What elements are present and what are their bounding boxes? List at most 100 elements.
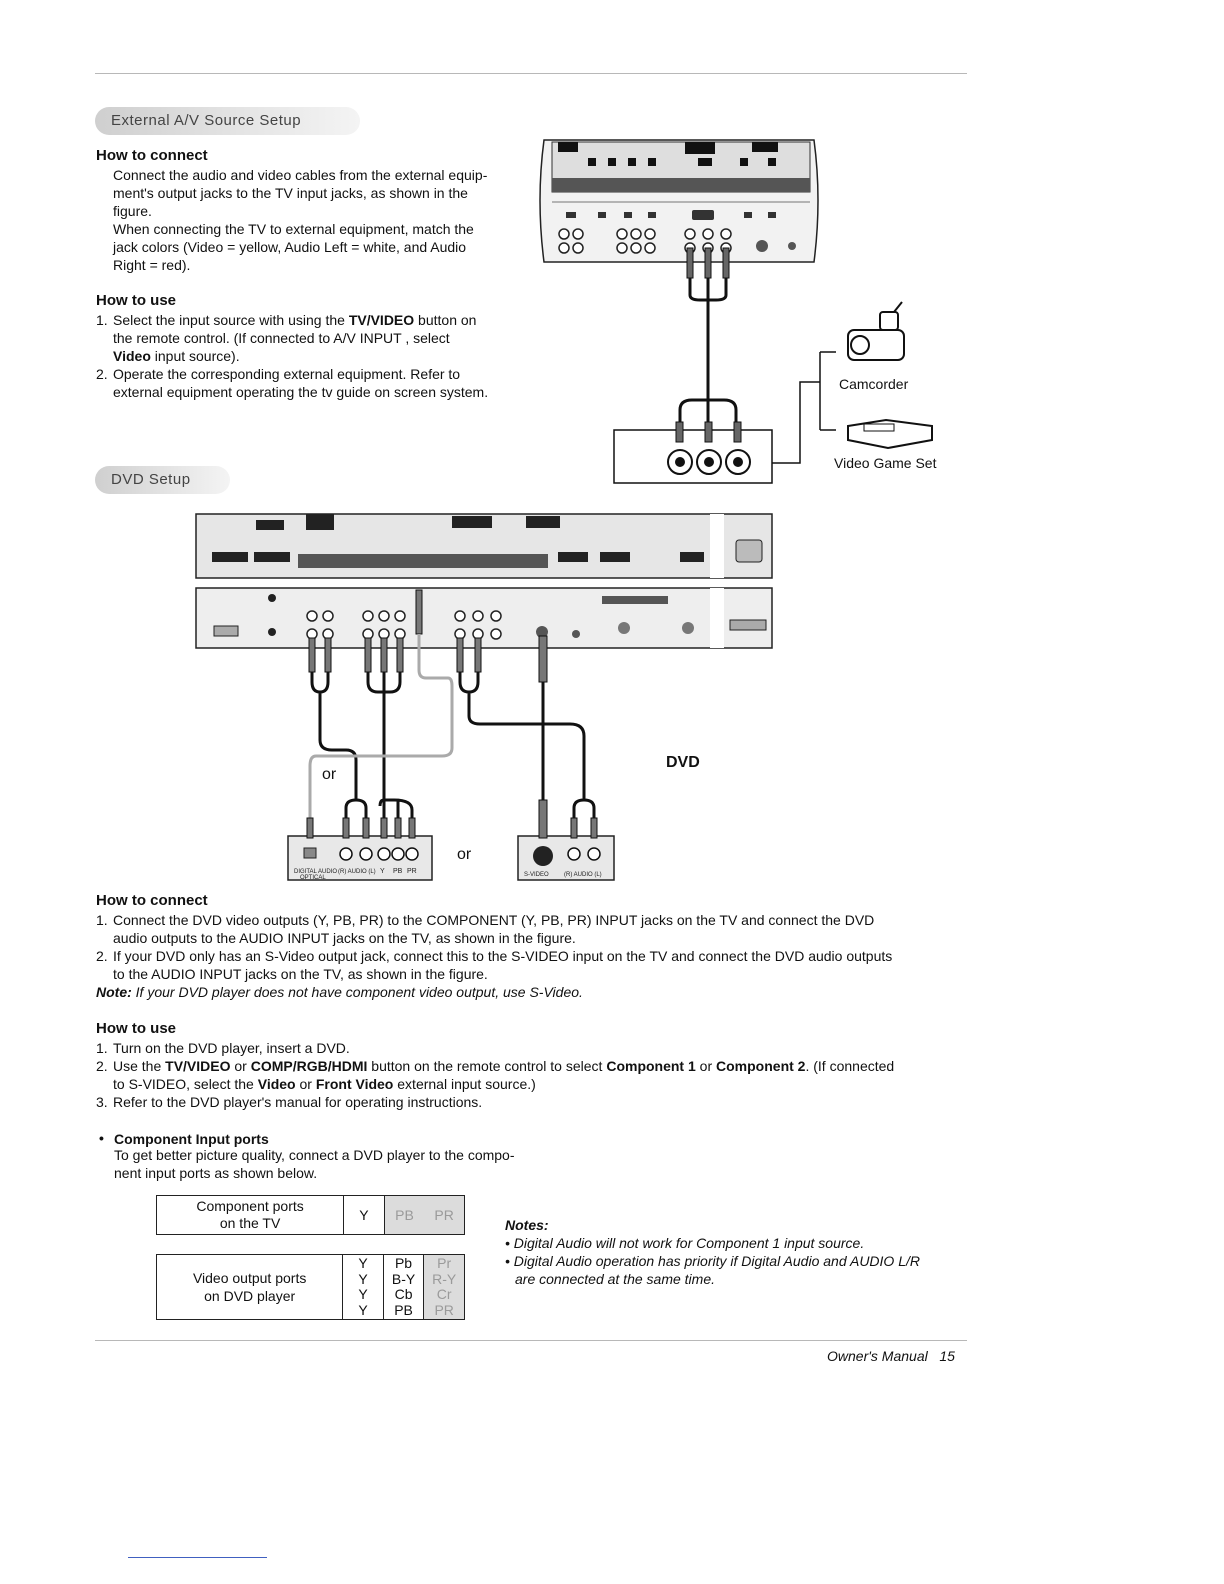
video-game-set-label: Video Game Set — [834, 455, 937, 471]
or-label-component: or — [322, 766, 337, 783]
table-cell: Cr — [423, 1287, 465, 1303]
dvd-connect-heading: How to connect — [96, 892, 208, 909]
step-number: 2. — [96, 1058, 108, 1074]
step-number: 3. — [96, 1094, 108, 1110]
text-span: Video — [113, 348, 151, 364]
top-divider — [95, 73, 967, 74]
table-cell: Cb — [382, 1287, 425, 1303]
text-span: on DVD player — [204, 1288, 296, 1304]
text-line: figure. — [113, 203, 152, 219]
text-span: COMP/RGB/HDMI — [250, 1058, 368, 1074]
table-cell: PB — [382, 1302, 425, 1320]
note-label: Note: — [96, 984, 132, 1000]
port-label-digital-audio: DIGITAL AUDIO — [294, 869, 337, 875]
camcorder-label: Camcorder — [839, 376, 909, 392]
table-cell: Y — [342, 1302, 384, 1320]
text-span: Refer to the DVD player's manual for ope… — [113, 1094, 483, 1110]
text-span: Operate the corresponding external equip… — [113, 366, 461, 382]
bottom-line — [128, 1557, 267, 1558]
list-item: 1. Connect the DVD video outputs (Y, PB,… — [96, 911, 966, 947]
dvd-ports-label: Video output ports on DVD player — [155, 1254, 344, 1320]
tv-ports-label: Component ports on the TV — [155, 1195, 345, 1235]
footer: Owner's Manual 15 — [827, 1347, 955, 1365]
text-span: Component ports — [196, 1198, 304, 1214]
text-span: Video output ports — [192, 1270, 307, 1286]
text-span: TV/VIDEO — [165, 1058, 231, 1074]
step-number: 2. — [96, 366, 108, 382]
list-item: 2. If your DVD only has an S-Video outpu… — [96, 947, 966, 983]
port-label-y: Y — [380, 868, 385, 875]
video-game-set-icon — [847, 418, 933, 450]
footer-manual: Owner's Manual — [827, 1348, 928, 1364]
text-span: external input source.) — [393, 1076, 536, 1092]
step-number: 1. — [96, 912, 108, 928]
dvd-connect-steps: 1. Connect the DVD video outputs (Y, PB,… — [96, 911, 966, 1001]
external-connect-heading: How to connect — [96, 147, 208, 164]
notes-list: • Digital Audio will not work for Compon… — [505, 1234, 965, 1288]
note-item: • Digital Audio will not work for Compon… — [505, 1235, 865, 1251]
table-cell: Pr — [423, 1254, 465, 1272]
text-span: audio outputs to the AUDIO INPUT jacks o… — [113, 930, 576, 946]
text-span: to S-VIDEO, select the — [113, 1076, 258, 1092]
text-span: button on — [414, 312, 477, 328]
component-ports-text: To get better picture quality, connect a… — [114, 1146, 554, 1182]
bullet: • — [99, 1130, 104, 1146]
page-number: 15 — [939, 1348, 955, 1364]
text-span: input source). — [150, 348, 240, 364]
text-span: Turn on the DVD player, insert a DVD. — [113, 1040, 350, 1056]
section-title-dvd: DVD Setup — [95, 466, 230, 494]
text-line: ment's output jacks to the TV input jack… — [113, 185, 468, 201]
tv-port-pb: PB — [383, 1195, 425, 1235]
external-use-heading: How to use — [96, 292, 177, 309]
list-item: 1. Select the input source with using th… — [96, 311, 536, 365]
text-span: the remote control. (If connected to A/V… — [113, 330, 450, 346]
text-span: or — [295, 1076, 316, 1092]
text-line: Connect the audio and video cables from … — [113, 167, 488, 183]
text-span: button on the remote control to select — [367, 1058, 607, 1074]
external-use-steps: 1. Select the input source with using th… — [96, 311, 536, 401]
list-item: 2. Use the TV/VIDEO or COMP/RGB/HDMI but… — [96, 1057, 971, 1093]
text-span: Connect the DVD video outputs (Y, PB, PR… — [113, 912, 875, 928]
tv-port-y: Y — [343, 1195, 385, 1235]
text-line: jack colors (Video = yellow, Audio Left … — [113, 239, 467, 255]
dvd-use-heading: How to use — [96, 1020, 177, 1037]
tv-port-pr: PR — [424, 1195, 466, 1235]
dvd-connection-diagram: DIGITAL AUDIO OPTICAL (R) AUDIO (L) Y PB… — [195, 513, 773, 881]
text-span: Video — [257, 1076, 296, 1092]
table-cell: Y — [342, 1271, 384, 1287]
dvd-label: DVD — [666, 754, 700, 771]
text-span: . (If connected — [805, 1058, 895, 1074]
text-span: Front Video — [315, 1076, 394, 1092]
dvd-use-steps: 1. Turn on the DVD player, insert a DVD.… — [96, 1039, 971, 1111]
list-item: 1. Turn on the DVD player, insert a DVD. — [96, 1039, 971, 1057]
dvd-note: Note: If your DVD player does not have c… — [96, 983, 966, 1001]
text-line: Right = red). — [113, 257, 191, 273]
text-span: Use the — [113, 1058, 166, 1074]
text-span: Component 2 — [716, 1058, 806, 1074]
note-text: If your DVD player does not have compone… — [131, 984, 583, 1000]
or-label-svideo: or — [457, 846, 472, 863]
text-span: Component 1 — [606, 1058, 696, 1074]
component-ports-heading: Component Input ports — [114, 1131, 269, 1147]
port-label-pr: PR — [407, 868, 417, 875]
port-label-pb: PB — [393, 868, 403, 875]
notes-heading: Notes: — [505, 1217, 549, 1233]
text-span: or — [230, 1058, 251, 1074]
text-span: to the AUDIO INPUT jacks on the TV, as s… — [113, 966, 488, 982]
section-title-external-av: External A/V Source Setup — [95, 107, 360, 135]
table-cell: PR — [423, 1302, 465, 1320]
text-line: nent input ports as shown below. — [114, 1165, 318, 1181]
step-number: 2. — [96, 948, 108, 964]
text-span: TV/VIDEO — [348, 312, 415, 328]
note-item: • Digital Audio operation has priority i… — [505, 1253, 920, 1269]
port-label-audio-rl: (R) AUDIO (L) — [338, 869, 376, 875]
text-span: external equipment operating the tv guid… — [113, 384, 489, 400]
list-item: 3. Refer to the DVD player's manual for … — [96, 1093, 971, 1111]
port-label-audio-rl-2: (R) AUDIO (L) — [564, 872, 602, 878]
table-cell: Y — [342, 1287, 384, 1303]
text-line: When connecting the TV to external equip… — [113, 221, 474, 237]
text-span: If your DVD only has an S-Video output j… — [113, 948, 893, 964]
note-item: are connected at the same time. — [515, 1271, 715, 1287]
list-item: 2. Operate the corresponding external eq… — [96, 365, 536, 401]
external-av-diagram — [539, 139, 933, 484]
